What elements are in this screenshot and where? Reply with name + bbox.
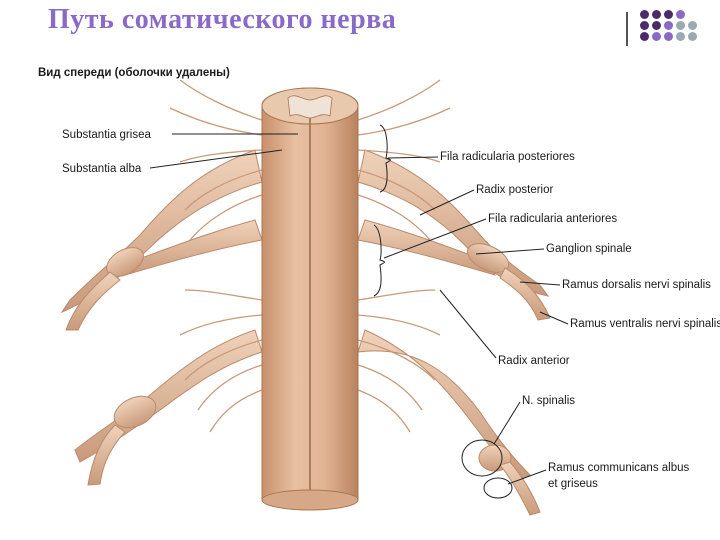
label-fila-anteriores: Fila radicularia anteriores	[488, 213, 617, 225]
posterior-rootlets-bracket	[379, 124, 391, 193]
leader-substantia-alba	[149, 149, 283, 169]
rootlets	[169, 79, 451, 433]
leader-fila-posteriores	[387, 156, 439, 159]
leader-radix-posterior	[419, 189, 475, 216]
lower-left-nerve	[74, 329, 263, 486]
leader-ramus-dorsalis	[519, 281, 561, 286]
label-ramus-ventralis: Ramus ventralis nervi spinalis	[570, 318, 720, 330]
spinal-cord	[261, 87, 359, 511]
upper-right-nerve	[357, 149, 551, 321]
rami-communicantes-circle	[483, 477, 513, 499]
label-ramus-communicans-line1: Ramus communicans albus	[548, 462, 690, 474]
label-fila-posteriores: Fila radicularia posteriores	[440, 151, 575, 163]
label-substantia-grisea: Substantia grisea	[62, 129, 151, 141]
label-ganglion-spinale: Ganglion spinale	[546, 243, 632, 255]
label-n-spinalis: N. spinalis	[522, 395, 575, 407]
label-radix-posterior: Radix posterior	[476, 184, 554, 196]
label-ramus-dorsalis: Ramus dorsalis nervi spinalis	[562, 279, 711, 291]
upper-left-nerve	[60, 149, 263, 331]
leader-fila-anteriores	[383, 218, 487, 259]
leader-ganglion-spinale	[475, 248, 545, 255]
label-radix-anterior: Radix anterior	[498, 355, 570, 367]
slide-title: Путь соматического нерва	[48, 4, 397, 35]
leader-ramus-communicans	[507, 469, 547, 485]
anterior-rootlets-bracket	[373, 224, 385, 297]
decorative-divider	[626, 12, 628, 46]
leader-radix-anterior	[439, 289, 497, 359]
leader-ramus-ventralis	[539, 311, 569, 325]
label-ramus-communicans-line2: et griseus	[548, 478, 598, 490]
leader-n-spinalis	[493, 401, 521, 445]
label-substantia-alba: Substantia alba	[62, 163, 142, 175]
figure-subtitle: Вид спереди (оболочки удалены)	[38, 67, 230, 79]
spinal-nerve-circle	[461, 439, 503, 477]
